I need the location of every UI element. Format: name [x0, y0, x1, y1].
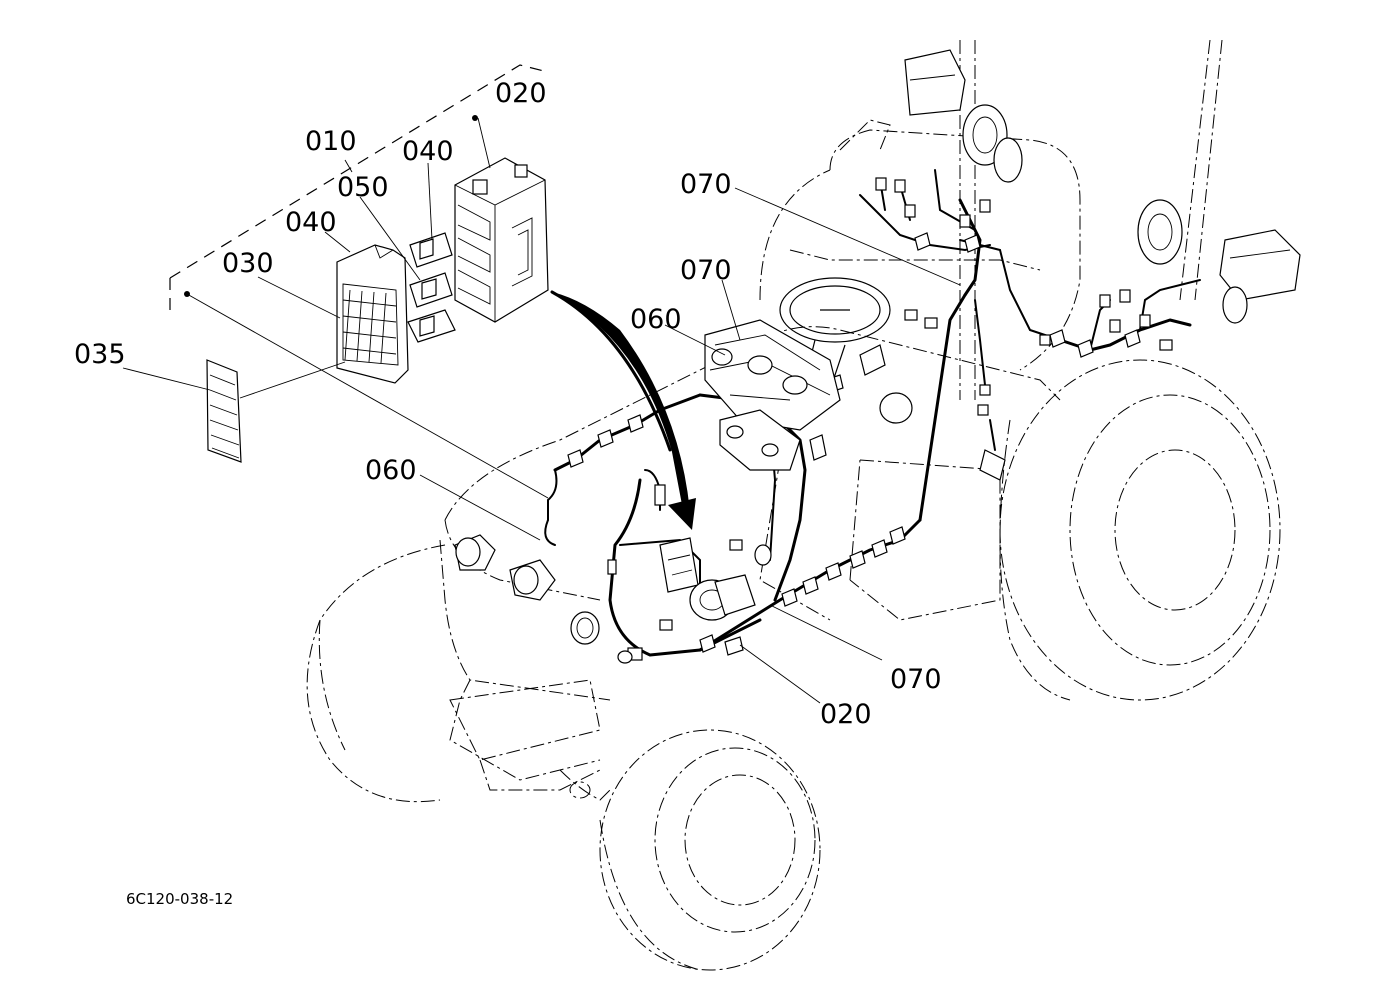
callout-060-lower: 060: [365, 455, 417, 486]
group-bracket: [169, 64, 549, 279]
tractor-outline: [306, 39, 1281, 971]
callout-040-upper: 040: [402, 136, 454, 167]
install-arrow: [552, 292, 690, 512]
fuse-box-housing: [454, 157, 549, 323]
figure-code: 6C120-038-12: [126, 890, 233, 908]
callout-035: 035: [74, 339, 126, 370]
callout-060-upper: 060: [630, 304, 682, 335]
callout-010: 010: [305, 126, 357, 157]
instrument-panel-cluster: [704, 319, 841, 471]
fuse-040-lower: [407, 309, 456, 343]
fuse-box-cover: [336, 244, 409, 384]
callout-070-top: 070: [680, 169, 732, 200]
label-sticker: [206, 359, 242, 463]
fuse-040-upper: [409, 232, 453, 268]
lamp-assemblies: [454, 49, 1301, 645]
callout-030: 030: [222, 248, 274, 279]
fuse-box-exploded: [169, 64, 696, 530]
callout-020-bottom: 020: [820, 699, 872, 730]
wire-harness: [544, 169, 1201, 657]
callout-020-top: 020: [495, 78, 547, 109]
callout-labels: 010 020 040 050 040 030 035 070 070 060 …: [74, 78, 942, 730]
harness-connectors: [567, 177, 1173, 661]
leader-lines: [122, 115, 961, 704]
callout-040-lower: 040: [285, 207, 337, 238]
fuse-050: [409, 272, 453, 308]
callout-050: 050: [337, 172, 389, 203]
engine-electrical: [617, 537, 772, 664]
callout-070-mid: 070: [680, 255, 732, 286]
callout-070-bottom: 070: [890, 664, 942, 695]
